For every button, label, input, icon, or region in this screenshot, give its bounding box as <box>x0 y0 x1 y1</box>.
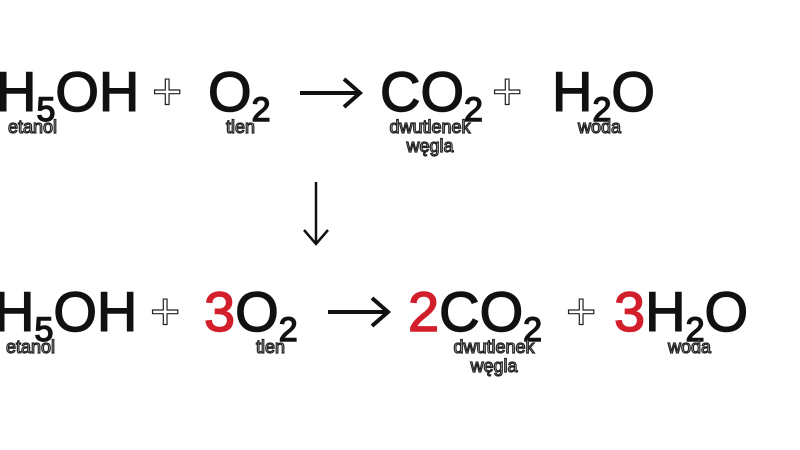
row1-co2-formula: CO2 <box>379 60 483 129</box>
reaction-arrow-row1 <box>300 77 364 109</box>
row2-co2-formula: 2CO2 <box>407 280 543 349</box>
row1-oxygen-label: tlen <box>225 117 256 137</box>
down-arrow <box>303 182 329 246</box>
row2-ethanol-label: etanol <box>5 337 56 357</box>
row2-ethanol-formula: H5OH <box>0 280 138 349</box>
row2-plus-1: + <box>149 283 181 341</box>
row2-oxygen-formula: 3O2 <box>203 280 298 349</box>
row2-co2-coefficient: 2 <box>407 280 440 343</box>
row1-water-label: woda <box>577 117 622 137</box>
row1-ethanol-formula: H5OH <box>0 60 140 129</box>
row1-oxygen-formula: O2 <box>207 60 271 129</box>
row1-ethanol-label: etanol <box>7 117 58 137</box>
reaction-arrow-row2 <box>328 296 392 328</box>
row1-plus-2: + <box>491 63 523 121</box>
row2-water-label: woda <box>667 337 712 357</box>
row2-oxygen-coefficient: 3 <box>203 280 236 343</box>
row2-plus-2: + <box>565 283 597 341</box>
row1-water-formula: H2O <box>551 60 655 129</box>
row2-water-coefficient: 3 <box>613 280 646 343</box>
row2-water-formula: 3H2O <box>613 280 749 349</box>
row1-plus-1: + <box>151 63 183 121</box>
row2-oxygen-label: tlen <box>255 337 286 357</box>
